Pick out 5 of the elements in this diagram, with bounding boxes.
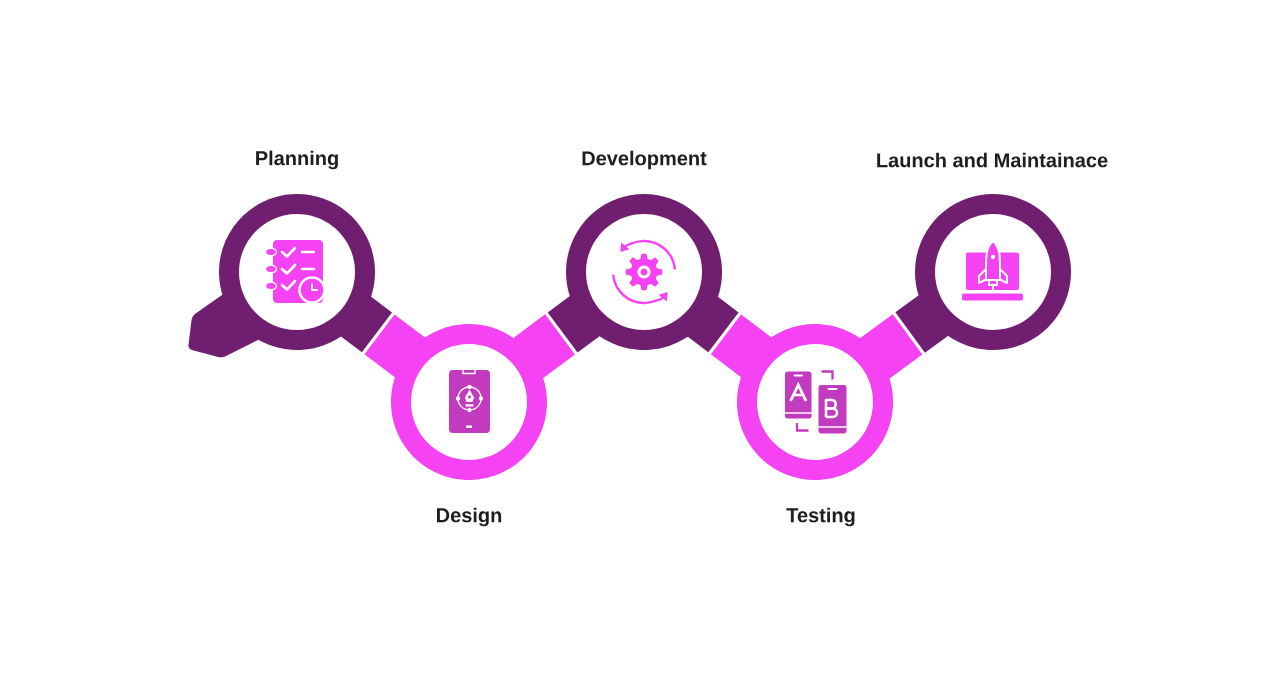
step-title: Planning	[256, 150, 338, 170]
step-title: Design	[437, 507, 502, 527]
step-title: Launch and Maintainace	[877, 152, 1108, 168]
step-title: Testing	[786, 507, 855, 527]
step-title: Development	[582, 150, 707, 170]
